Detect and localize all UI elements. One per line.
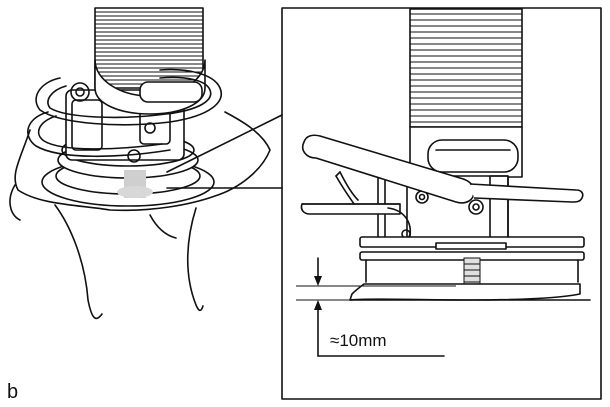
detail-hose-ribs <box>410 13 522 123</box>
detail-frame <box>281 7 602 400</box>
dimension-label: ≈10mm <box>330 331 387 350</box>
hose-ribs <box>95 11 203 85</box>
dimension-callout <box>296 257 456 357</box>
overview-illustration <box>9 7 271 320</box>
detail-illustration <box>300 8 591 301</box>
figure-label: b <box>7 381 19 403</box>
zoom-connector-top <box>166 114 283 173</box>
